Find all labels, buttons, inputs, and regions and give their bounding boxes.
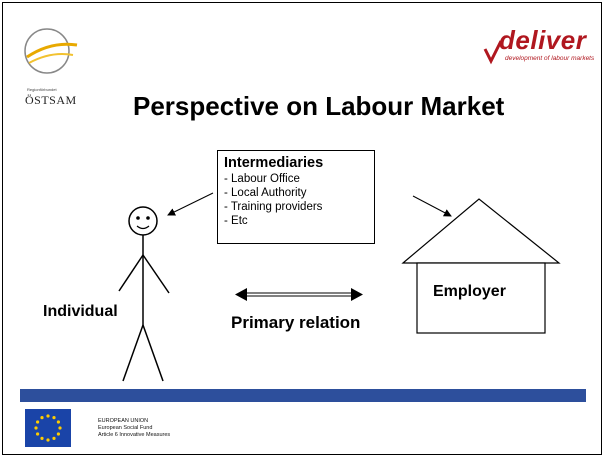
stick-figure-icon: [118, 206, 170, 382]
eu-stars: [34, 414, 62, 442]
house-icon: [401, 198, 561, 334]
intermediaries-title: Intermediaries: [224, 155, 324, 171]
eu-line-1: EUROPEAN UNION: [98, 418, 149, 424]
diagram-canvas: [118, 192, 561, 382]
page-title: Perspective on Labour Market: [133, 91, 505, 121]
primary-relation-arrow: [235, 288, 363, 301]
eu-flag-icon: [25, 409, 71, 447]
slide: Regionförbundet ÖSTSAM deliver developme…: [2, 2, 602, 455]
deliver-logo-icon: deliver development of labour markets: [483, 25, 595, 69]
eu-line-3: Article 6 Innovative Measures: [98, 432, 171, 438]
intermediaries-item: - Local Authority: [224, 187, 307, 199]
arrow-to-employer: [412, 195, 452, 217]
intermediaries-item: - Training providers: [224, 201, 323, 213]
eu-line-2: European Social Fund: [98, 425, 153, 431]
deliver-check-icon: [483, 40, 503, 65]
deliver-word: deliver: [499, 25, 587, 55]
intermediaries-item: - Labour Office: [224, 173, 300, 185]
eu-text: EUROPEAN UNION European Social Fund Arti…: [98, 418, 170, 439]
ostsam-swoosh-icon: [24, 28, 78, 74]
employer-label: Employer: [433, 283, 506, 300]
individual-label: Individual: [43, 303, 118, 320]
deliver-tagline: development of labour markets: [505, 55, 595, 62]
intermediaries-box: Intermediaries - Labour Office - Local A…: [217, 150, 375, 244]
intermediaries-item: - Etc: [224, 215, 248, 227]
ostsam-tagline: Regionförbundet: [27, 87, 57, 92]
footer-band: [20, 389, 586, 402]
ostsam-name: ÖSTSAM: [25, 93, 77, 107]
ostsam-logo-icon: Regionförbundet ÖSTSAM: [21, 21, 101, 111]
primary-relation-label: Primary relation: [231, 313, 361, 332]
arrow-to-individual: [167, 192, 214, 216]
